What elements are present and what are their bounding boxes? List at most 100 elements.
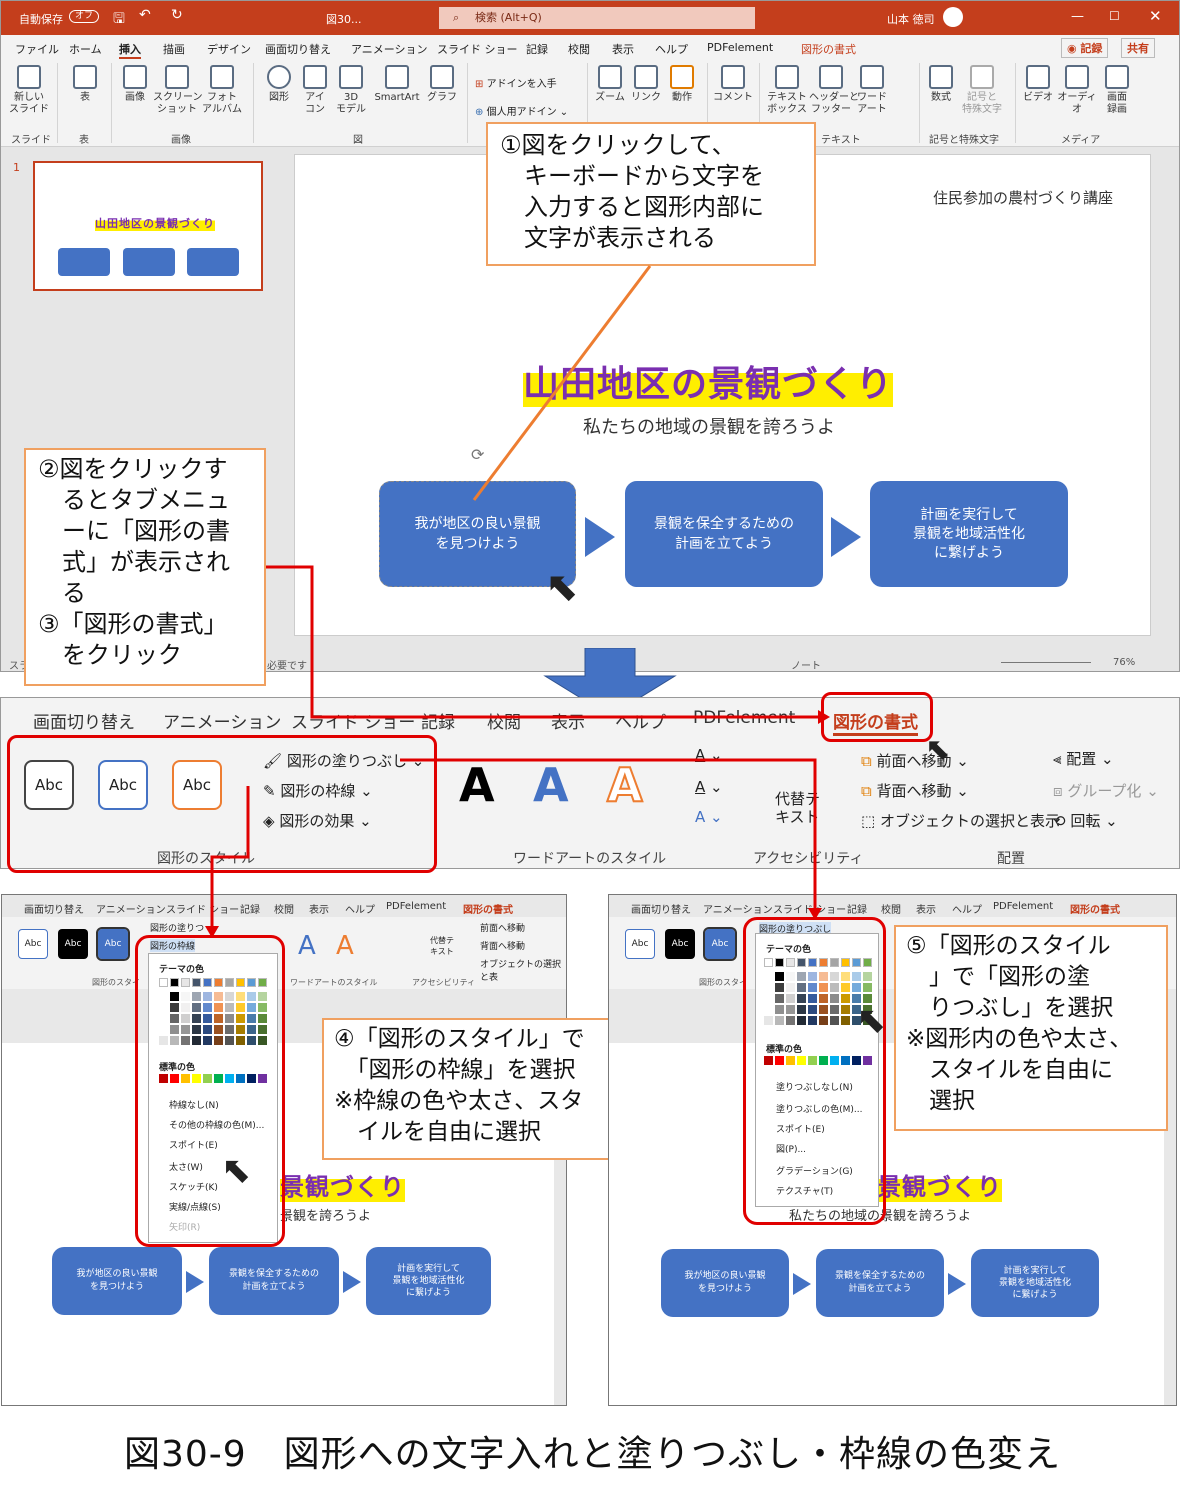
notes-button[interactable]: ノート <box>791 661 821 672</box>
maximize-icon[interactable]: ☐ <box>1109 9 1120 23</box>
gradient-item[interactable]: グラデーション(G) <box>776 1167 853 1177</box>
color-swatch[interactable] <box>203 978 212 987</box>
arrows-item[interactable]: 矢印(R) <box>169 1223 201 1233</box>
color-swatch[interactable] <box>786 1016 795 1025</box>
color-swatch[interactable] <box>841 994 850 1003</box>
color-swatch[interactable] <box>830 972 839 981</box>
outline-button-active[interactable]: 図形の枠線 <box>150 939 196 952</box>
color-swatch[interactable] <box>797 1056 806 1065</box>
more-colors-item[interactable]: その他の枠線の色(M)... <box>169 1121 265 1131</box>
color-swatch[interactable] <box>863 958 872 967</box>
tab-shape-format[interactable]: 図形の書式 <box>833 708 918 736</box>
color-swatch[interactable] <box>797 1005 806 1014</box>
mini-style[interactable]: Abc <box>58 929 88 959</box>
flow-box-3[interactable]: 計画を実行して 景観を地域活性化 に繋げよう <box>870 481 1068 587</box>
tab-animations[interactable]: アニメーション <box>351 43 428 56</box>
color-swatch[interactable] <box>203 1025 212 1034</box>
theme-color-grid[interactable] <box>764 958 876 1028</box>
color-swatch[interactable] <box>247 1025 256 1034</box>
color-swatch[interactable] <box>819 1056 828 1065</box>
color-swatch[interactable] <box>258 1074 267 1083</box>
color-swatch[interactable] <box>236 992 245 1001</box>
tab-review[interactable]: 校閲 <box>568 43 590 56</box>
wordart-button[interactable]: ワード アート <box>853 65 891 116</box>
tab-record[interactable]: 記録 <box>526 43 548 56</box>
color-swatch[interactable] <box>203 1074 212 1083</box>
color-swatch[interactable] <box>764 1005 773 1014</box>
color-swatch[interactable] <box>764 994 773 1003</box>
color-swatch[interactable] <box>808 983 817 992</box>
new-slide-button[interactable]: 新しい スライド <box>7 65 51 116</box>
search-input[interactable]: ⌕検索 (Alt+Q) <box>439 7 755 29</box>
color-swatch[interactable] <box>863 1056 872 1065</box>
color-swatch[interactable] <box>181 992 190 1001</box>
color-swatch[interactable] <box>181 1014 190 1023</box>
shape-effects-button[interactable]: ◈ 図形の効果 ⌄ <box>263 812 372 830</box>
tab-pdfelement[interactable]: PDFelement <box>693 708 796 728</box>
color-swatch[interactable] <box>819 972 828 981</box>
3d-model-button[interactable]: 3D モデル <box>333 65 369 116</box>
color-swatch[interactable] <box>852 983 861 992</box>
avatar[interactable] <box>943 7 963 27</box>
tab-home[interactable]: ホーム <box>69 43 102 56</box>
color-swatch[interactable] <box>181 1036 190 1045</box>
icons-button[interactable]: アイ コン <box>299 65 331 116</box>
text-fill-button[interactable]: A ⌄ <box>695 746 723 764</box>
selection-pane-button[interactable]: ⬚ オブジェクトの選択と表示 <box>861 812 1060 830</box>
audio-button[interactable]: オーディオ <box>1057 65 1097 116</box>
fill-color-item[interactable]: 塗りつぶしの色(M)... <box>776 1105 863 1115</box>
color-swatch[interactable] <box>214 992 223 1001</box>
my-addins-button[interactable]: ⊕ 個人用アドイン ⌄ <box>475 107 569 118</box>
color-swatch[interactable] <box>797 983 806 992</box>
color-swatch[interactable] <box>203 1036 212 1045</box>
standard-color-row[interactable] <box>760 1056 880 1068</box>
color-swatch[interactable] <box>819 1005 828 1014</box>
tab-view[interactable]: 表示 <box>551 713 585 733</box>
color-swatch[interactable] <box>764 958 773 967</box>
color-swatch[interactable] <box>225 1036 234 1045</box>
color-swatch[interactable] <box>863 1005 872 1014</box>
color-swatch[interactable] <box>181 1003 190 1012</box>
color-swatch[interactable] <box>775 1005 784 1014</box>
picture-fill-item[interactable]: 図(P)... <box>776 1145 807 1155</box>
color-swatch[interactable] <box>258 1003 267 1012</box>
color-swatch[interactable] <box>170 1003 179 1012</box>
color-swatch[interactable] <box>247 1074 256 1083</box>
slide-canvas[interactable]: 住民参加の農村づくり講座 山田地区の景観づくり 私たちの地域の景観を誇ろうよ 我… <box>294 154 1151 636</box>
tab-view[interactable]: 表示 <box>612 43 634 56</box>
text-effects-button[interactable]: A ⌄ <box>695 808 723 826</box>
tab-shape-format[interactable]: 図形の書式 <box>801 43 856 56</box>
tab-slideshow[interactable]: スライド ショー <box>437 43 518 56</box>
wordart-style-black[interactable]: A <box>459 758 495 812</box>
zoom-slider[interactable] <box>1001 662 1091 663</box>
color-swatch[interactable] <box>192 1074 201 1083</box>
table-button[interactable]: 表 <box>65 65 105 104</box>
color-swatch[interactable] <box>203 1003 212 1012</box>
standard-color-row[interactable] <box>155 1074 275 1086</box>
dashes-item[interactable]: 実線/点線(S) <box>169 1203 221 1213</box>
color-swatch[interactable] <box>225 1003 234 1012</box>
color-swatch[interactable] <box>159 1025 168 1034</box>
tab-pdfelement[interactable]: PDFelement <box>707 41 774 54</box>
record-button[interactable]: ◉ 記録 <box>1061 38 1109 58</box>
share-button[interactable]: 共有 <box>1121 38 1155 58</box>
screenshot-button[interactable]: スクリーン ショット <box>153 65 203 116</box>
color-swatch[interactable] <box>170 978 179 987</box>
flow-box-2[interactable]: 景観を保全するための 計画を立てよう <box>625 481 823 587</box>
tab-help[interactable]: ヘルプ <box>655 43 688 56</box>
color-swatch[interactable] <box>775 972 784 981</box>
color-swatch[interactable] <box>225 978 234 987</box>
mini-style[interactable]: Abc <box>18 929 48 959</box>
color-swatch[interactable] <box>236 978 245 987</box>
color-swatch[interactable] <box>192 992 201 1001</box>
tab-insert[interactable]: 挿入 <box>119 41 141 59</box>
color-swatch[interactable] <box>863 972 872 981</box>
color-swatch[interactable] <box>236 1036 245 1045</box>
tab-design[interactable]: デザイン <box>207 43 251 56</box>
color-swatch[interactable] <box>247 992 256 1001</box>
color-swatch[interactable] <box>214 1003 223 1012</box>
undo-icon[interactable]: ↶ <box>139 7 151 23</box>
color-swatch[interactable] <box>786 972 795 981</box>
close-icon[interactable]: ✕ <box>1149 7 1162 25</box>
color-swatch[interactable] <box>830 983 839 992</box>
